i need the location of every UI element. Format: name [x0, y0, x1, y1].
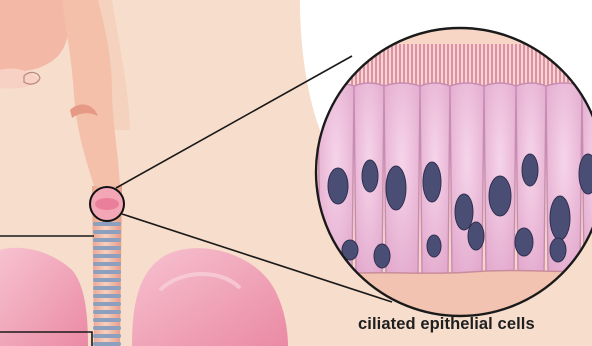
trachea-ring [93, 270, 121, 274]
cell-nucleus [328, 168, 348, 204]
trachea-ring [93, 326, 121, 330]
cell-nucleus [550, 196, 570, 240]
cell-nucleus [427, 235, 441, 257]
magnify-source-tissue [95, 198, 119, 210]
cell-nucleus [423, 162, 441, 202]
caption-label: ciliated epithelial cells [358, 316, 580, 333]
cell-nucleus [489, 176, 511, 216]
cell-nucleus [362, 160, 378, 192]
trachea-ring [93, 230, 121, 234]
trachea-ring [93, 246, 121, 250]
trachea-ring [93, 254, 121, 258]
cell-nucleus [374, 244, 390, 268]
trachea-ring [93, 278, 121, 282]
cell-nucleus [522, 154, 538, 186]
cell-nucleus [386, 166, 406, 210]
trachea-ring [93, 222, 121, 226]
cell-nucleus [550, 238, 566, 262]
trachea-ring [93, 318, 121, 322]
cell-nucleus [468, 222, 484, 250]
epithelial-cells [318, 83, 592, 276]
trachea-ring [93, 334, 121, 338]
trachea-ring [93, 294, 121, 298]
cell-nucleus [455, 194, 473, 230]
trachea-ring [93, 238, 121, 242]
trachea-ring [93, 262, 121, 266]
trachea-ring [93, 286, 121, 290]
trachea-ring [93, 310, 121, 314]
trachea-ring [93, 342, 121, 346]
trachea-ring [93, 302, 121, 306]
cell-nucleus [515, 228, 533, 256]
